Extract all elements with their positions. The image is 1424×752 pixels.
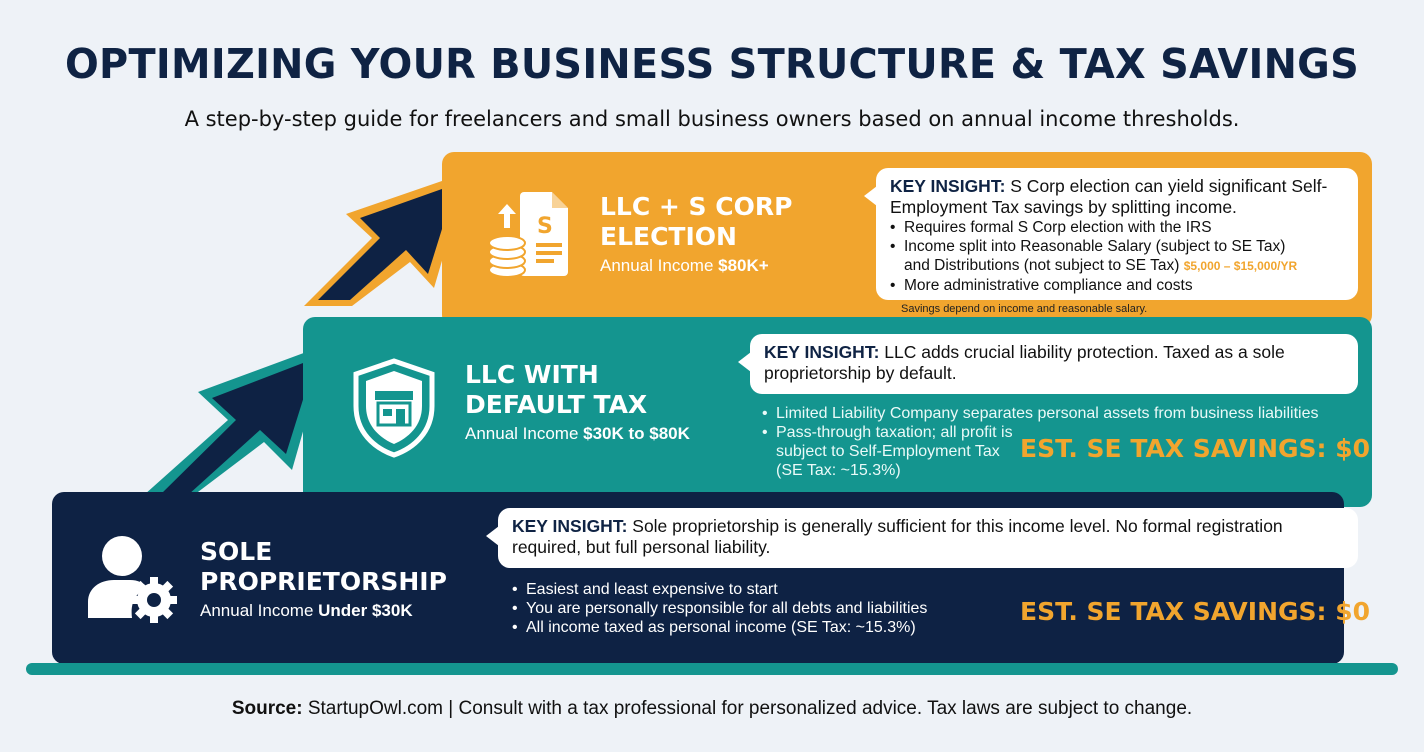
person-gear-icon [88,536,177,623]
tier-1-heading: SOLE PROPRIETORSHIP Annual Income Under … [200,537,447,620]
sole-prop-savings: EST. SE TAX SAVINGS: $0 [1020,597,1371,626]
key-insight-sole-prop: KEY INSIGHT: Sole proprietorship is gene… [486,508,1358,568]
growth-arrow-icon [144,344,328,495]
llc-savings: EST. SE TAX SAVINGS: $0 [1020,434,1371,463]
growth-arrow-icon [304,172,468,306]
key-insight-llc: KEY INSIGHT: LLC adds crucial liability … [738,334,1358,394]
tier-2-heading: LLC WITH DEFAULT TAX Annual Income $30K … [465,360,690,443]
page-title: OPTIMIZING YOUR BUSINESS STRUCTURE & TAX… [64,40,1360,88]
savings-range: $5,000 – $15,000/YR [1183,259,1298,273]
svg-text:S: S [537,214,553,239]
footer: Source: StartupOwl.com | Consult with a … [231,698,1193,719]
llc-bullets: Limited Liability Company separates pers… [762,404,1318,480]
savings-note: Savings depend on income and reasonable … [901,303,1148,315]
coins-document-icon: S [488,192,568,278]
page-subtitle: A step-by-step guide for freelancers and… [184,107,1240,131]
tier-3-heading: LLC + S CORP ELECTION Annual Income $80K… [600,192,793,275]
sole-prop-bullets: Easiest and least expensive to start You… [512,580,927,637]
base-bar [26,663,1398,675]
shield-store-icon [353,358,435,458]
key-insight-s-corp: KEY INSIGHT: S Corp election can yield s… [864,168,1358,300]
